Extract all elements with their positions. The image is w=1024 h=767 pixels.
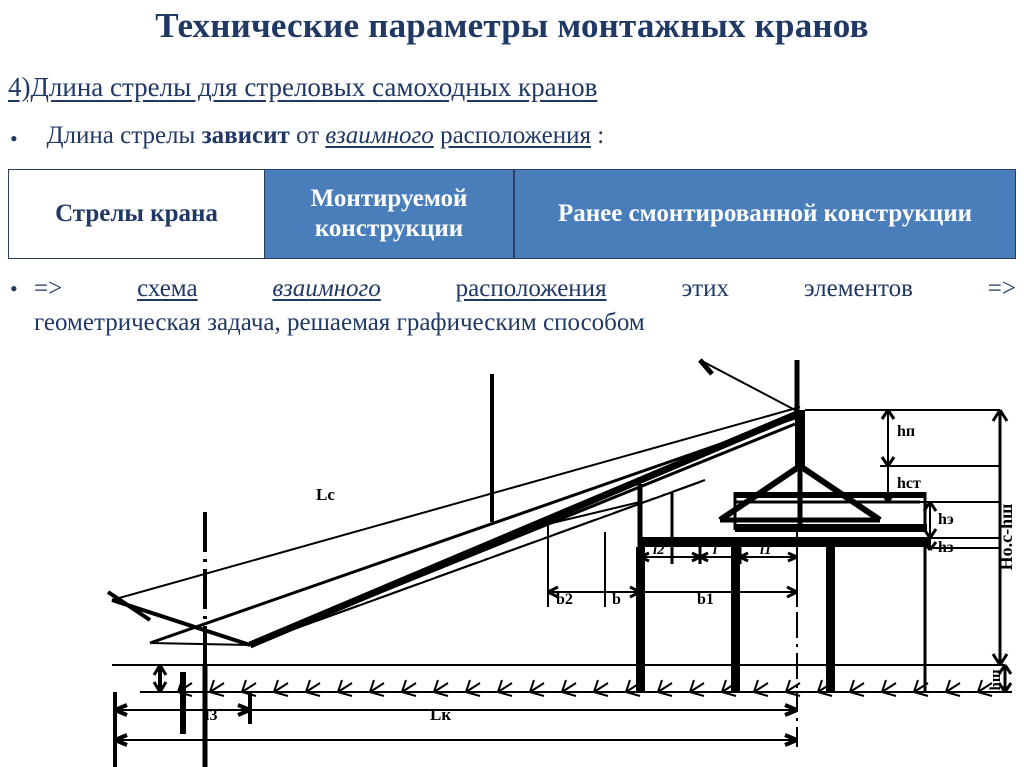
bullet-item-2: • => схема взаимного расположения этих э…	[10, 272, 1016, 337]
label-b2: b2	[556, 591, 573, 608]
bullet1-part1: Длина стрелы	[46, 122, 202, 149]
bullet1-part4: :	[590, 122, 605, 149]
label-l3: l3	[205, 707, 217, 724]
section-heading: 4)Длина стрелы для стреловых самоходных …	[8, 72, 598, 102]
label-b: b	[612, 591, 621, 608]
label-b1: b1	[697, 591, 714, 608]
label-l2: l2	[653, 542, 665, 558]
label-l1: l1	[760, 542, 772, 558]
bullet1-bold: зависит	[201, 122, 290, 149]
table-cell-boom: Стрелы крана	[9, 170, 265, 258]
label-l: l	[713, 542, 718, 558]
table-cell-previously-mounted-structure: Ранее смонтированной конструкции	[515, 170, 1015, 258]
label-hsh: hш	[988, 669, 1004, 690]
label-he: hэ	[938, 511, 954, 528]
bullet2-word-mutual: взаимного	[272, 275, 381, 302]
bullet-item-2-line-1: • => схема взаимного расположения этих э…	[10, 272, 1016, 303]
table-cell-mounted-structure: Монтируемой конструкции	[265, 170, 515, 258]
bullet-item-1: • Длина стрелы зависит от взаимного расп…	[10, 122, 1010, 150]
label-Lc: Lc	[316, 485, 335, 504]
bullet1-underline: расположения	[440, 122, 591, 149]
label-h-total: Hо.с-hш	[996, 504, 1016, 571]
bullet2-word-these: этих	[681, 275, 729, 302]
label-hp: hп	[897, 423, 915, 440]
page-title-text: Технические параметры монтажных кранов	[155, 6, 869, 45]
bullet-marker-icon: •	[10, 126, 18, 151]
bullet2-arrow-right: =>	[987, 275, 1016, 302]
bullet1-italic-underline: взаимного	[325, 122, 434, 149]
bullet-item-1-text: Длина стрелы зависит от взаимного распол…	[34, 122, 605, 150]
bullet-item-2-line-2: геометрическая задача, решаемая графичес…	[34, 309, 645, 336]
bullet2-word-scheme: схема	[137, 275, 198, 302]
page-title: Технические параметры монтажных кранов	[0, 6, 1024, 45]
bullet2-arrow-left: =>	[34, 275, 63, 302]
crane-geometry-diagram: Lc Lк l3 l2 l l1 b2 b b1 hп hст hэ hз Hо…	[0, 352, 1024, 767]
bullet1-part2: от	[289, 122, 326, 149]
label-hz: hз	[938, 539, 954, 556]
bullet2-justified-row: => схема взаимного расположения этих эле…	[34, 275, 1016, 303]
bullet2-word-elements: элементов	[803, 275, 913, 302]
bullet-marker-icon-2: •	[10, 276, 18, 301]
bullet2-word-arrangement: расположения	[455, 275, 607, 302]
parameters-table: Стрелы крана Монтируемой конструкции Ран…	[8, 169, 1016, 259]
label-hst: hст	[897, 475, 921, 492]
label-Lk: Lк	[430, 705, 451, 724]
